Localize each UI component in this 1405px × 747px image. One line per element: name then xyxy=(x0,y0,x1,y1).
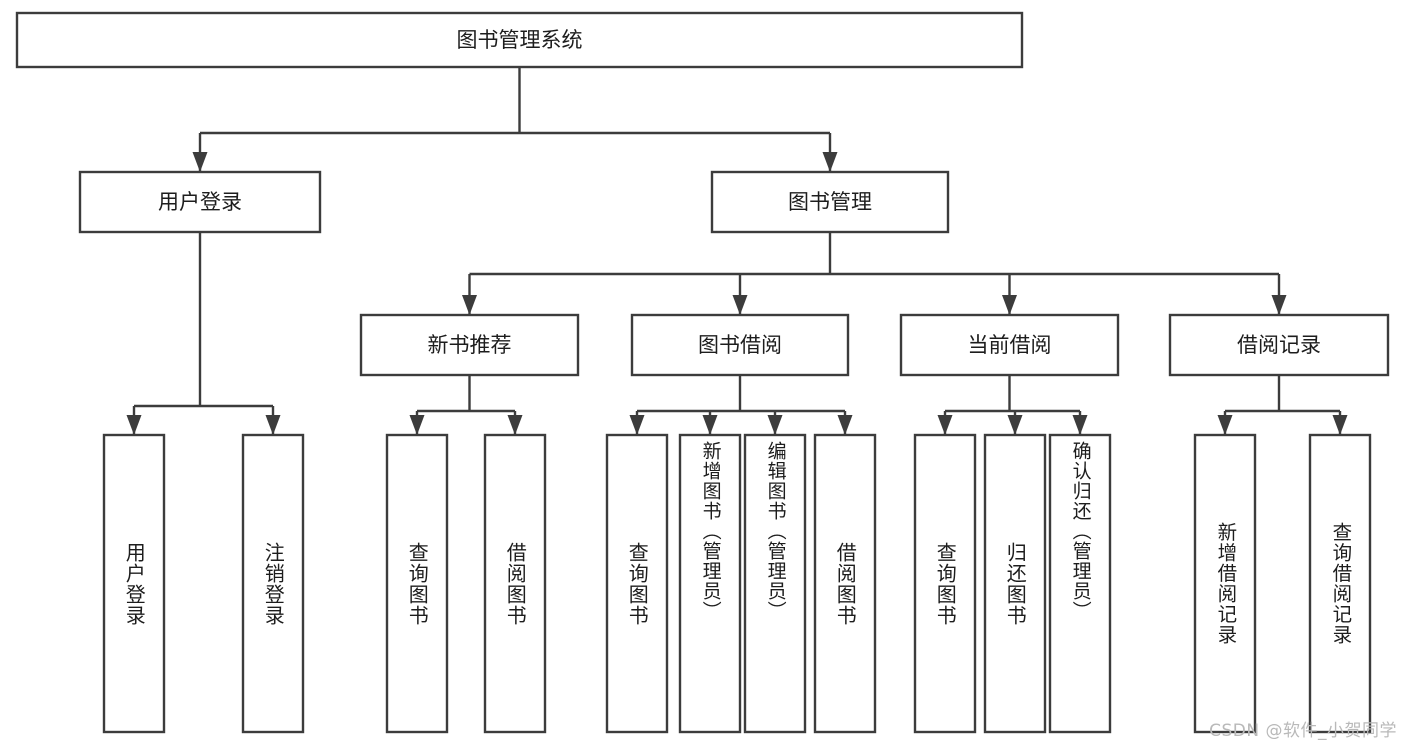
leaf-box[interactable] xyxy=(813,433,877,734)
arrowhead-to-leaf-1-0 xyxy=(629,415,645,435)
leaf-box[interactable] xyxy=(1048,433,1112,734)
level2-node-label: 图书管理 xyxy=(788,190,872,214)
arrowhead-to-leaf-1-3 xyxy=(837,415,853,435)
leaf-box[interactable] xyxy=(1193,433,1257,734)
leaf-box[interactable] xyxy=(983,433,1047,734)
level3-node-3[interactable]: 借阅记录 xyxy=(1168,313,1390,377)
arrowhead-to-level3-3 xyxy=(1271,295,1287,315)
arrowhead-to-level2-0 xyxy=(192,152,208,172)
watermark-text: CSDN @软件_小贺同学 xyxy=(1209,721,1397,741)
leaf-node-11[interactable] xyxy=(1193,433,1257,734)
root-node-0[interactable]: 图书管理系统 xyxy=(15,11,1024,69)
level3-node-label: 当前借阅 xyxy=(968,333,1052,357)
level3-node-box[interactable] xyxy=(899,313,1120,377)
level2-node-label: 用户登录 xyxy=(158,190,242,214)
level3-node-label: 图书借阅 xyxy=(698,333,782,357)
leaf-box[interactable] xyxy=(678,433,742,734)
leaf-box[interactable] xyxy=(102,433,166,734)
leaf-node-1[interactable] xyxy=(241,433,305,734)
arrowhead-to-user-leaf-0 xyxy=(126,415,142,435)
arrowhead-to-level2-1 xyxy=(822,152,838,172)
leaf-box[interactable] xyxy=(483,433,547,734)
leaf-box[interactable] xyxy=(913,433,977,734)
leaf-node-12[interactable] xyxy=(1308,433,1372,734)
level2-node-box[interactable] xyxy=(710,170,950,234)
leaf-node-9[interactable] xyxy=(983,433,1047,734)
level2-node-1[interactable]: 图书管理 xyxy=(710,170,950,234)
leaf-box[interactable] xyxy=(241,433,305,734)
connector-layer xyxy=(126,67,1348,435)
leaf-node-3[interactable] xyxy=(483,433,547,734)
leaf-box[interactable] xyxy=(605,433,669,734)
arrowhead-to-leaf-2-2 xyxy=(1072,415,1088,435)
leaf-node-6[interactable] xyxy=(743,433,807,734)
leaf-node-8[interactable] xyxy=(913,433,977,734)
leaf-node-2[interactable] xyxy=(385,433,449,734)
arrowhead-to-leaf-3-1 xyxy=(1332,415,1348,435)
leaf-node-4[interactable] xyxy=(605,433,669,734)
arrowhead-to-leaf-3-0 xyxy=(1217,415,1233,435)
level3-node-box[interactable] xyxy=(630,313,850,377)
level3-node-1[interactable]: 图书借阅 xyxy=(630,313,850,377)
leaf-box[interactable] xyxy=(1308,433,1372,734)
arrowhead-to-leaf-2-1 xyxy=(1007,415,1023,435)
root-node-box[interactable] xyxy=(15,11,1024,69)
leaf-box[interactable] xyxy=(385,433,449,734)
arrowhead-to-user-leaf-1 xyxy=(265,415,281,435)
level2-node-0[interactable]: 用户登录 xyxy=(78,170,322,234)
leaf-node-0[interactable] xyxy=(102,433,166,734)
leaf-node-5[interactable] xyxy=(678,433,742,734)
arrowhead-to-level3-2 xyxy=(1002,295,1017,315)
arrowhead-to-leaf-1-1 xyxy=(702,415,718,435)
arrowhead-to-leaf-1-2 xyxy=(767,415,783,435)
arrowhead-to-level3-1 xyxy=(732,295,748,315)
arrowhead-to-level3-0 xyxy=(462,295,477,315)
leaf-box[interactable] xyxy=(743,433,807,734)
level3-node-box[interactable] xyxy=(1168,313,1390,377)
arrowhead-to-leaf-0-0 xyxy=(409,415,425,435)
root-node-label: 图书管理系统 xyxy=(457,28,583,52)
leaf-node-7[interactable] xyxy=(813,433,877,734)
arrowhead-to-leaf-2-0 xyxy=(937,415,953,435)
leaf-node-10[interactable] xyxy=(1048,433,1112,734)
level3-node-box[interactable] xyxy=(359,313,580,377)
arrowhead-to-leaf-0-1 xyxy=(507,415,523,435)
level2-node-box[interactable] xyxy=(78,170,322,234)
level3-node-label: 借阅记录 xyxy=(1237,333,1321,357)
level3-node-2[interactable]: 当前借阅 xyxy=(899,313,1120,377)
level3-node-0[interactable]: 新书推荐 xyxy=(359,313,580,377)
level3-node-label: 新书推荐 xyxy=(428,333,512,357)
